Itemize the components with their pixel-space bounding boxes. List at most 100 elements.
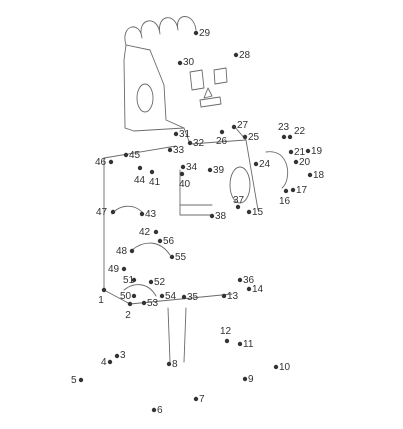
dot-label-29: 29 <box>199 28 211 39</box>
dot-label-56: 56 <box>163 236 175 247</box>
dot-label-54: 54 <box>165 291 177 302</box>
dot-48 <box>129 248 135 254</box>
dot-21 <box>288 149 294 155</box>
dot-label-20: 20 <box>299 157 311 168</box>
dot-27 <box>231 124 237 130</box>
dot-label-25: 25 <box>248 132 260 143</box>
dot-29 <box>193 30 199 36</box>
dot-49 <box>121 266 127 272</box>
dot-32 <box>187 140 193 146</box>
dot-label-22: 22 <box>294 126 306 137</box>
dot-label-14: 14 <box>252 284 264 295</box>
head-side-line <box>125 44 151 51</box>
dot-label-45: 45 <box>129 150 141 161</box>
arc-middle <box>131 242 171 256</box>
dot-label-30: 30 <box>183 57 195 68</box>
dot-47 <box>110 209 116 215</box>
dot-33 <box>167 147 173 153</box>
dot-label-2: 2 <box>125 310 131 321</box>
dot-26 <box>219 129 225 135</box>
dot-label-53: 53 <box>147 298 159 309</box>
dot-label-40: 40 <box>179 179 191 190</box>
neck <box>183 125 247 145</box>
dot-14 <box>246 286 252 292</box>
robot-outline <box>103 16 289 363</box>
ear-oval <box>136 83 154 113</box>
body-panel <box>179 169 213 216</box>
dot-38 <box>209 213 215 219</box>
dot-18 <box>307 172 313 178</box>
dot-28 <box>233 52 239 58</box>
dot-label-18: 18 <box>313 170 325 181</box>
dot-label-39: 39 <box>213 165 225 176</box>
body-dial <box>229 166 251 204</box>
dot-label-17: 17 <box>296 185 308 196</box>
dot-56 <box>157 238 163 244</box>
dot-55 <box>169 254 175 260</box>
head-outline <box>123 44 185 132</box>
dot-label-38: 38 <box>215 211 227 222</box>
dot-16 <box>283 188 289 194</box>
dot-7 <box>193 396 199 402</box>
mouth <box>199 96 222 108</box>
dot-45 <box>123 152 129 158</box>
dot-8 <box>166 361 172 367</box>
antenna-coils <box>124 16 197 46</box>
dot-10 <box>273 364 279 370</box>
dot-39 <box>207 167 213 173</box>
dot-label-10: 10 <box>279 362 291 373</box>
dot-label-51: 51 <box>123 275 135 286</box>
dot-label-34: 34 <box>186 162 198 173</box>
dot-label-4: 4 <box>101 357 107 368</box>
dot-label-41: 41 <box>149 177 161 188</box>
dot-label-27: 27 <box>237 120 249 131</box>
right-arm <box>265 151 289 189</box>
dot-label-15: 15 <box>252 207 264 218</box>
dot-6 <box>151 407 157 413</box>
dot-label-28: 28 <box>239 50 251 61</box>
nose <box>203 87 213 99</box>
dot-label-31: 31 <box>179 129 191 140</box>
dot-12 <box>224 338 230 344</box>
body-shoulder-left <box>103 145 177 159</box>
dot-35 <box>181 294 187 300</box>
dot-51 <box>131 277 137 283</box>
dot-9 <box>242 376 248 382</box>
dot-label-32: 32 <box>193 138 205 149</box>
dot-1 <box>101 287 107 293</box>
dot-label-19: 19 <box>311 146 323 157</box>
dot-label-23: 23 <box>278 122 290 133</box>
dot-2 <box>127 301 133 307</box>
dot-44 <box>137 165 143 171</box>
dot-label-9: 9 <box>248 374 254 385</box>
dot-label-11: 11 <box>243 339 254 350</box>
dot-label-12: 12 <box>220 326 232 337</box>
dot-label-44: 44 <box>134 175 146 186</box>
dot-label-42: 42 <box>139 227 151 238</box>
dot-label-33: 33 <box>173 145 185 156</box>
dot-label-26: 26 <box>216 136 228 147</box>
dot-label-49: 49 <box>108 264 120 275</box>
dot-label-16: 16 <box>279 196 291 207</box>
dot-30 <box>177 60 183 66</box>
dot-label-52: 52 <box>154 277 166 288</box>
dot-20 <box>293 159 299 165</box>
dot-11 <box>237 341 243 347</box>
left-eye <box>189 69 205 91</box>
dot-43 <box>139 211 145 217</box>
dot-label-6: 6 <box>157 405 163 416</box>
numbered-dots: 1234567891011121314151617181920212223242… <box>71 28 325 416</box>
dot-label-35: 35 <box>187 292 199 303</box>
dot-label-3: 3 <box>120 350 126 361</box>
dot-label-21: 21 <box>294 147 306 158</box>
dot-label-8: 8 <box>172 359 178 370</box>
dot-label-47: 47 <box>96 207 108 218</box>
dot-5 <box>78 377 84 383</box>
dot-40 <box>179 171 185 177</box>
dot-label-13: 13 <box>227 291 239 302</box>
dot-17 <box>290 187 296 193</box>
dot-label-24: 24 <box>259 159 271 170</box>
dot-19 <box>305 148 311 154</box>
arc-low <box>123 284 157 297</box>
